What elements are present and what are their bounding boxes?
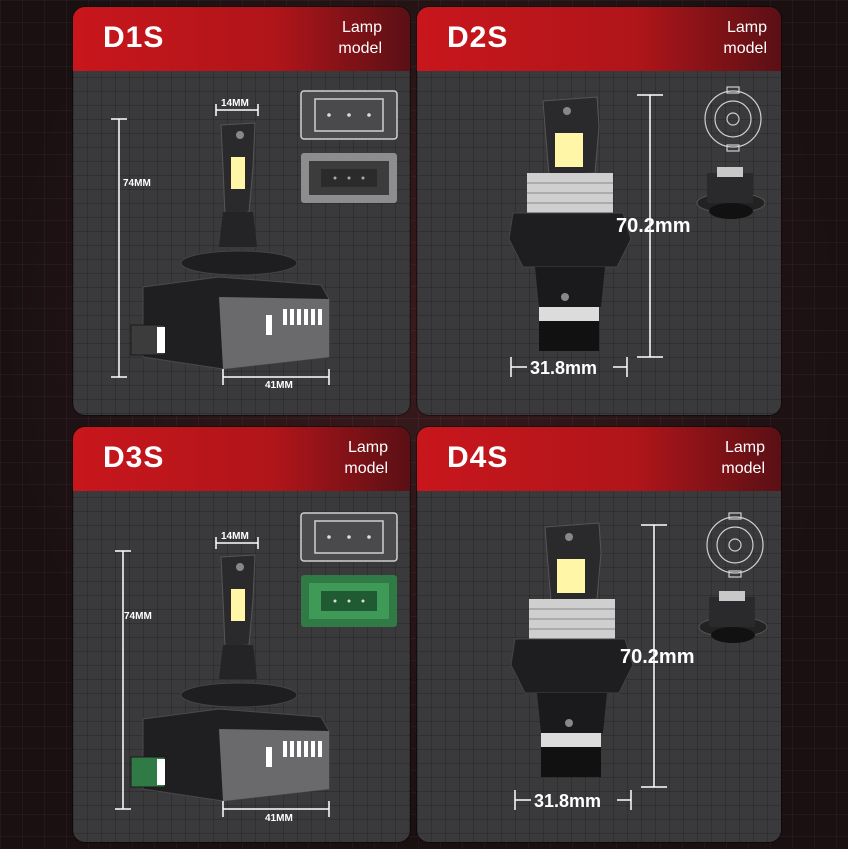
bulb-illustration: 74MM 14MM 41MM [115, 512, 398, 824]
ballast-vents [266, 309, 322, 335]
panel-header: D2S Lamp model [417, 7, 781, 71]
connector-outline-diagram [300, 512, 398, 562]
base-width-label: 41MM [265, 380, 293, 391]
model-code: D4S [447, 441, 509, 474]
model-code: D3S [103, 441, 165, 474]
bulb-illustration: 70.2mm 31.8mm [510, 512, 768, 811]
panel-d4s: D4S Lamp model 70.2mm 31.8mm [417, 427, 781, 842]
height-dimension-line [115, 550, 131, 810]
width-label: 31.8mm [534, 791, 601, 811]
top-width-label: 14MM [221, 531, 249, 542]
screw-icon [565, 533, 573, 541]
lamp-model-label: Lamp model [344, 439, 388, 477]
bulb-ring [541, 733, 601, 747]
ballast-vents [266, 741, 322, 767]
bulb-illustration: 70.2mm 31.8mm [508, 86, 766, 378]
bulb-flange [180, 682, 298, 708]
bulb-base [508, 212, 632, 268]
bulb-collar [535, 267, 605, 307]
height-label: 74MM [124, 611, 152, 622]
bulb-neck [219, 645, 257, 679]
top-width-label: 14MM [221, 98, 249, 109]
bulb-illustration: 74MM 14MM 41MM [111, 90, 398, 391]
panel-d3s: D3S Lamp model 74MM 14MM [73, 427, 410, 842]
connector-photo [301, 575, 397, 627]
width-dimension-line [514, 790, 632, 810]
model-code: D1S [103, 21, 165, 54]
panel-header: D1S Lamp model [73, 7, 410, 71]
fin-lines [527, 182, 613, 204]
height-label: 70.2mm [620, 646, 695, 668]
model-code: D2S [447, 21, 509, 54]
bulb-ring [539, 307, 599, 321]
panel-d2s: D2S Lamp model 70.2mm [417, 7, 781, 415]
width-label: 31.8mm [530, 358, 597, 378]
height-dimension-line [111, 118, 127, 378]
base-width-dimension-line [222, 801, 330, 817]
panel-d1s: D1S Lamp model 74MM 14MM [73, 7, 410, 415]
height-dimension-line [637, 94, 663, 358]
led-chip [557, 559, 585, 593]
lamp-model-label: Lamp model [723, 19, 767, 57]
screw-icon [563, 107, 571, 115]
led-chip [555, 133, 583, 167]
lamp-model-label: Lamp model [338, 19, 382, 57]
width-dimension-line [510, 357, 628, 377]
connector-tab [157, 327, 165, 353]
socket-photo [696, 167, 766, 219]
connector-outline-diagram [300, 90, 398, 140]
bulb-collar [537, 693, 607, 733]
screw-icon [236, 563, 244, 571]
socket-outline-diagram [704, 86, 762, 152]
height-label: 70.2mm [616, 215, 691, 237]
screw-icon [236, 131, 244, 139]
ballast-side [219, 729, 329, 801]
lamp-model-label: Lamp model [721, 439, 765, 477]
bulb-neck [219, 212, 257, 247]
connector-tab [157, 759, 165, 785]
socket-photo [698, 591, 768, 643]
screw-icon [561, 293, 569, 301]
base-width-label: 41MM [265, 813, 293, 824]
bulb-tip [541, 747, 601, 777]
height-dimension-line [641, 524, 667, 788]
screw-icon [565, 719, 573, 727]
bulb-tip [539, 321, 599, 351]
top-width-dimension-line [215, 104, 259, 116]
height-label: 74MM [123, 178, 151, 189]
bulb-flange [180, 250, 298, 276]
bulb-base [510, 638, 634, 694]
connector-photo [301, 153, 397, 203]
top-width-dimension-line [215, 537, 259, 549]
panel-header: D4S Lamp model [417, 427, 781, 491]
socket-outline-diagram [706, 512, 764, 578]
fin-lines [529, 608, 615, 630]
panel-header: D3S Lamp model [73, 427, 410, 491]
ballast-side [219, 297, 329, 369]
led-chip [231, 157, 245, 189]
base-width-dimension-line [222, 369, 330, 385]
led-chip [231, 589, 245, 621]
